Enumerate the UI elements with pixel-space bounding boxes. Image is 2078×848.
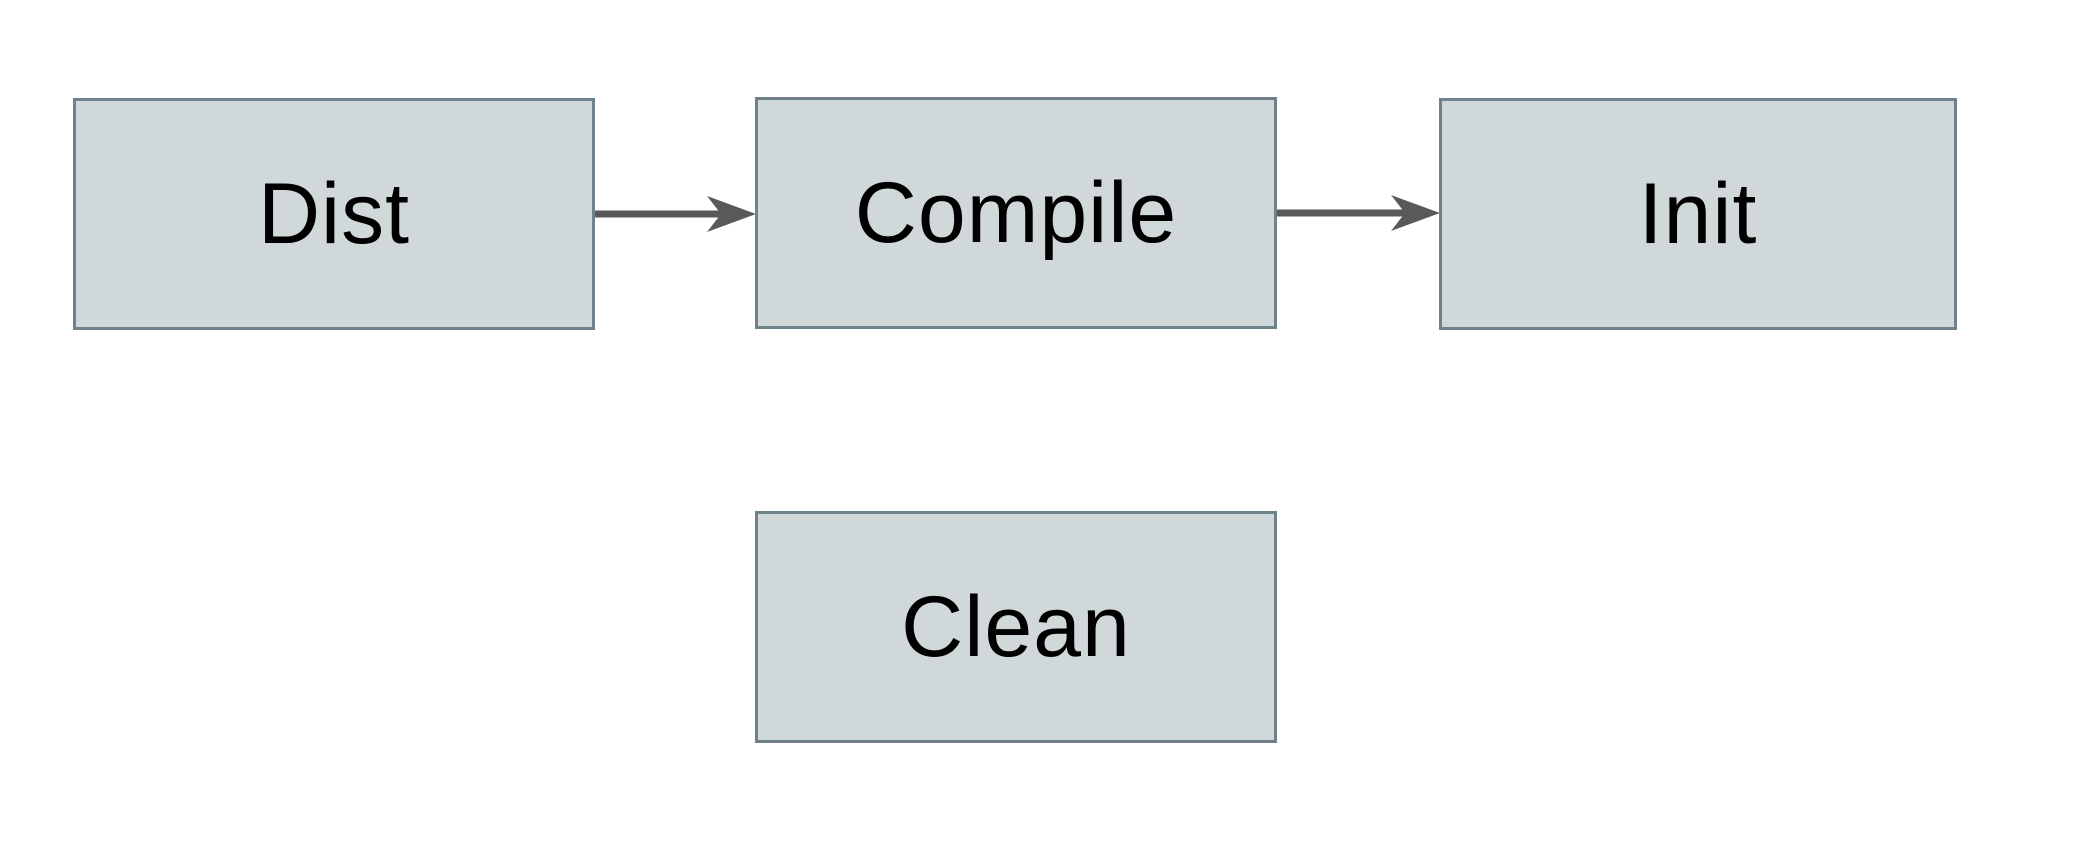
node-clean: Clean (755, 511, 1277, 743)
node-dist-label: Dist (257, 165, 411, 262)
arrow-compile-to-init (1277, 195, 1440, 231)
node-init-label: Init (1638, 165, 1758, 262)
node-compile-label: Compile (854, 164, 1178, 261)
node-compile: Compile (755, 97, 1277, 329)
arrow-head-icon (707, 196, 756, 232)
arrow-head-icon (1391, 195, 1440, 231)
node-clean-label: Clean (901, 578, 1131, 675)
node-dist: Dist (73, 98, 595, 330)
node-init: Init (1439, 98, 1957, 330)
arrow-dist-to-compile (595, 196, 756, 232)
